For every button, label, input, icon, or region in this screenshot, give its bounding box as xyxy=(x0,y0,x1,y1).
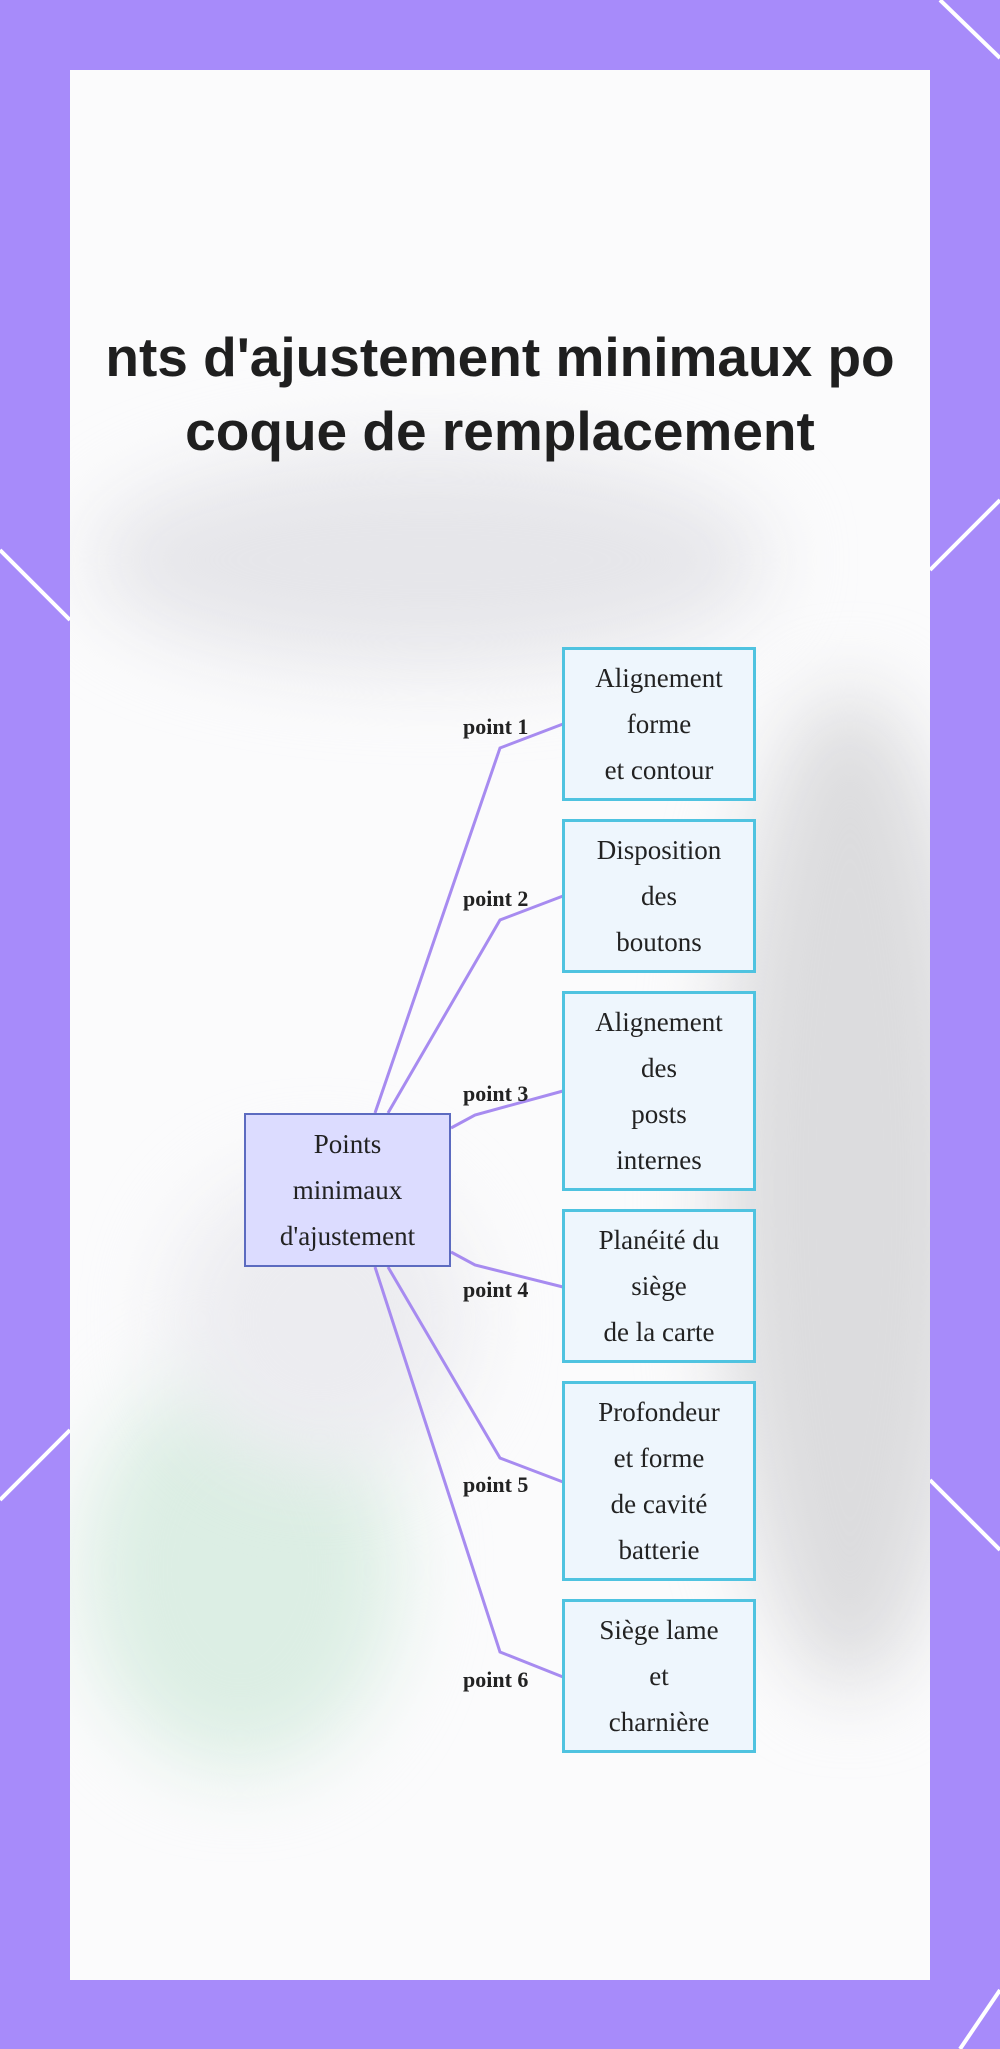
mindmap-connectors xyxy=(373,722,564,1679)
leaf-node-1: Alignement forme et contour xyxy=(562,647,756,801)
leaf-node-label: Disposition des boutons xyxy=(596,835,722,957)
root-node: Points minimaux d'ajustement xyxy=(244,1113,451,1267)
leaf-node-label: Alignement forme et contour xyxy=(595,663,723,785)
leaf-node-label: Profondeur et forme de cavité batterie xyxy=(598,1397,720,1565)
leaf-node-2: Disposition des boutons xyxy=(562,819,756,973)
background-blur xyxy=(90,450,770,670)
leaf-node-label: Alignement des posts internes xyxy=(595,1007,723,1175)
leaf-node-label: Siège lame et charnière xyxy=(599,1615,719,1737)
connector-line xyxy=(386,894,564,1114)
edge-label-point-4: point 4 xyxy=(463,1277,529,1302)
leaf-node-5: Profondeur et forme de cavité batterie xyxy=(562,1381,756,1581)
connector-line xyxy=(373,1266,564,1679)
connector-line xyxy=(450,1250,564,1289)
diagram-card: nts d'ajustement minimaux po coque de re… xyxy=(70,70,930,1980)
leaf-node-3: Alignement des posts internes xyxy=(562,991,756,1191)
page-title: nts d'ajustement minimaux po coque de re… xyxy=(70,320,930,468)
leaf-node-label: Planéité du siège de la carte xyxy=(598,1225,720,1347)
leaf-node-4: Planéité du siège de la carte xyxy=(562,1209,756,1363)
connector-line xyxy=(373,722,564,1114)
leaf-node-6: Siège lame et charnière xyxy=(562,1599,756,1753)
connector-line xyxy=(386,1266,564,1484)
title-line-1: nts d'ajustement minimaux po xyxy=(105,326,895,388)
edge-label-point-1: point 1 xyxy=(463,714,529,739)
edge-label-point-6: point 6 xyxy=(463,1667,529,1692)
title-line-2: coque de remplacement xyxy=(185,400,815,462)
edge-label-point-3: point 3 xyxy=(463,1081,529,1106)
root-node-label: Points minimaux d'ajustement xyxy=(279,1129,416,1251)
edge-label-point-2: point 2 xyxy=(463,886,529,911)
edge-label-point-5: point 5 xyxy=(463,1472,529,1497)
connector-line xyxy=(450,1089,564,1130)
